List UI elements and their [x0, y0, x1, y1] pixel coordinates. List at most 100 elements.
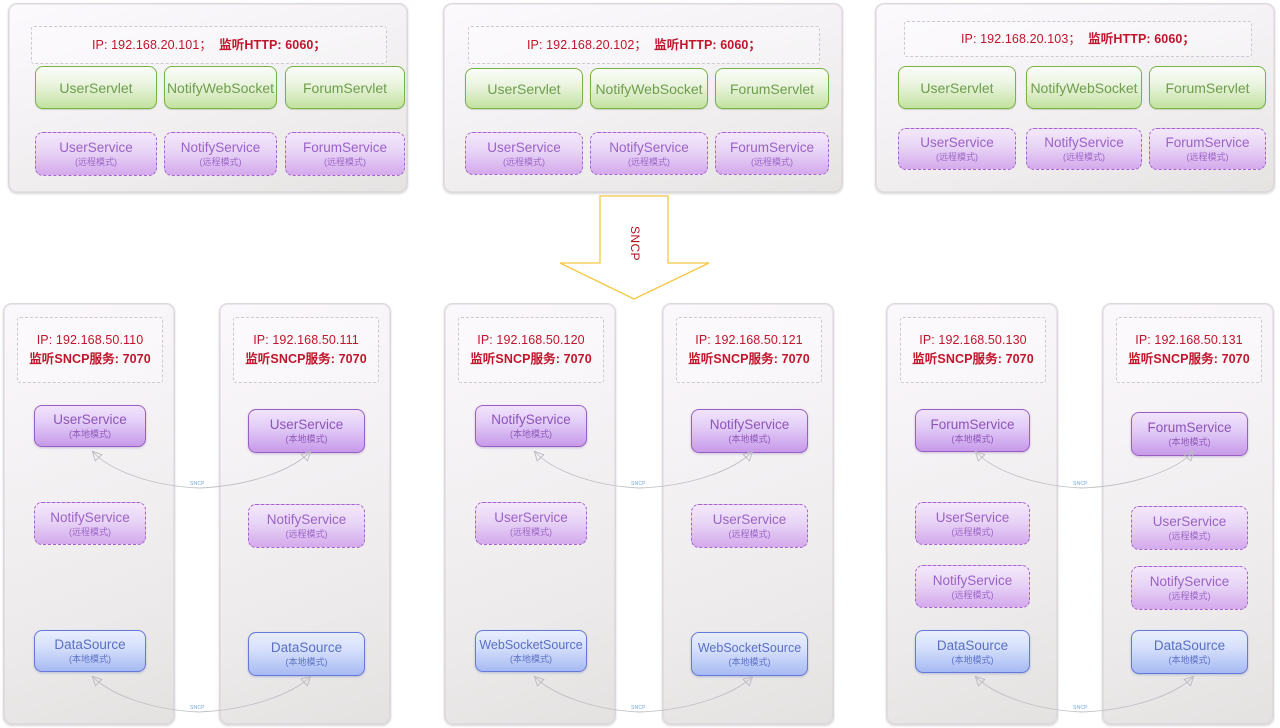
service-node-panel-111[interactable]: IP: 192.168.50.111 监听SNCP服务: 7070 UserSe…	[219, 303, 391, 725]
web-node-panel-2[interactable]: IP: 192.168.20.102； 监听HTTP: 6060； UserSe…	[443, 3, 843, 193]
servlet-label: ForumServlet	[302, 79, 388, 96]
service-box-notifyservice-1[interactable]: NotifyService (远程模式)	[164, 132, 277, 176]
component-box-datasource-local-111[interactable]: DataSource (本地模式)	[248, 632, 365, 676]
component-label: ForumService	[1147, 420, 1232, 435]
servlet-box-forumservlet-1[interactable]: ForumServlet	[285, 66, 405, 109]
component-mode: (本地模式)	[285, 434, 328, 444]
service-label: UserService	[920, 135, 994, 150]
web-node-2-ip-header: IP: 192.168.20.102； 监听HTTP: 6060；	[468, 26, 820, 64]
service-box-userservice-1[interactable]: UserService (远程模式)	[35, 132, 157, 176]
servlet-box-notifywebsocket-2[interactable]: NotifyWebSocket	[590, 68, 708, 109]
service-node-120-port: 监听SNCP服务: 7070	[470, 352, 592, 366]
servlet-label: NotifyWebSocket	[1030, 79, 1138, 96]
component-box-datasource-local-110[interactable]: DataSource (本地模式)	[34, 630, 146, 672]
service-node-110-ip-header: IP: 192.168.50.110 监听SNCP服务: 7070	[17, 317, 163, 383]
servlet-label: NotifyWebSocket	[595, 80, 703, 97]
service-node-120-ip: IP: 192.168.50.120	[477, 333, 585, 347]
web-node-panel-3[interactable]: IP: 192.168.20.103； 监听HTTP: 6060； UserSe…	[875, 3, 1275, 193]
web-node-3-port: 监听HTTP: 6060；	[1088, 31, 1196, 46]
service-label: NotifyService	[609, 139, 689, 155]
component-box-forumservice-local-131[interactable]: ForumService (本地模式)	[1131, 412, 1248, 456]
component-box-websocketsource-local-121[interactable]: WebSocketSource (本地模式)	[691, 632, 808, 676]
web-node-2-ip: IP: 192.168.20.102；	[526, 37, 647, 52]
servlet-box-forumservlet-2[interactable]: ForumServlet	[715, 68, 829, 109]
component-mode: (远程模式)	[951, 526, 994, 537]
component-box-forumservice-local-130[interactable]: ForumService (本地模式)	[915, 409, 1030, 452]
peer-link-label: SNCP	[631, 481, 646, 487]
service-box-forumservice-1[interactable]: ForumService (远程模式)	[285, 132, 405, 176]
service-mode: (远程模式)	[751, 156, 793, 167]
service-node-131-ip-header: IP: 192.168.50.131 监听SNCP服务: 7070	[1116, 317, 1262, 383]
peer-link-label: SNCP	[631, 705, 646, 711]
component-mode: (本地模式)	[510, 429, 552, 439]
component-box-userservice-remote-131[interactable]: UserService (远程模式)	[1131, 506, 1248, 550]
component-box-notifyservice-remote-110[interactable]: NotifyService (远程模式)	[34, 502, 146, 545]
service-mode: (远程模式)	[324, 157, 366, 167]
component-box-userservice-remote-121[interactable]: UserService (远程模式)	[691, 504, 808, 548]
servlet-label: ForumServlet	[1165, 79, 1250, 96]
component-label: DataSource	[270, 640, 343, 655]
web-node-3-ip-header: IP: 192.168.20.103； 监听HTTP: 6060；	[904, 21, 1252, 57]
service-node-panel-110[interactable]: IP: 192.168.50.110 监听SNCP服务: 7070 UserSe…	[3, 303, 175, 725]
component-label: DataSource	[936, 637, 1009, 653]
service-label: UserService	[59, 140, 133, 155]
web-node-panel-1[interactable]: IP: 192.168.20.101； 监听HTTP: 6060； UserSe…	[8, 3, 408, 193]
component-label: UserService	[494, 509, 568, 525]
component-mode: (本地模式)	[1168, 437, 1211, 447]
component-mode: (远程模式)	[1168, 531, 1211, 541]
service-box-userservice-2[interactable]: UserService (远程模式)	[465, 132, 583, 175]
servlet-box-userservlet-2[interactable]: UserServlet	[465, 68, 583, 109]
component-box-userservice-remote-120[interactable]: UserService (远程模式)	[475, 502, 587, 545]
component-box-notifyservice-remote-111[interactable]: NotifyService (远程模式)	[248, 504, 365, 548]
peer-link-label: SNCP	[1073, 705, 1088, 711]
component-box-websocketsource-local-120[interactable]: WebSocketSource (本地模式)	[475, 630, 587, 672]
component-box-userservice-local-110[interactable]: UserService (本地模式)	[34, 405, 146, 447]
servlet-label: UserServlet	[920, 79, 994, 96]
servlet-box-userservlet-3[interactable]: UserServlet	[898, 66, 1016, 109]
service-box-forumservice-3[interactable]: ForumService (远程模式)	[1149, 128, 1266, 170]
component-box-notifyservice-local-121[interactable]: NotifyService (本地模式)	[691, 409, 808, 453]
service-node-121-ip-header: IP: 192.168.50.121 监听SNCP服务: 7070	[676, 317, 822, 383]
service-mode: (远程模式)	[503, 156, 545, 167]
servlet-label: ForumServlet	[729, 80, 815, 97]
service-label: NotifyService	[1044, 135, 1124, 150]
service-box-notifyservice-2[interactable]: NotifyService (远程模式)	[590, 132, 708, 175]
component-box-userservice-local-111[interactable]: UserService (本地模式)	[248, 409, 365, 453]
servlet-box-forumservlet-3[interactable]: ForumServlet	[1149, 66, 1266, 109]
service-label: ForumService	[1165, 135, 1250, 150]
component-label: NotifyService	[50, 509, 130, 525]
component-label: ForumService	[930, 416, 1015, 432]
component-label: UserService	[935, 509, 1010, 525]
service-node-121-ip: IP: 192.168.50.121	[695, 333, 803, 347]
sncp-protocol-label: SNCP	[628, 226, 642, 261]
component-box-userservice-remote-130[interactable]: UserService (远程模式)	[915, 502, 1030, 545]
service-box-notifyservice-3[interactable]: NotifyService (远程模式)	[1026, 128, 1142, 170]
service-node-panel-131[interactable]: IP: 192.168.50.131 监听SNCP服务: 7070 ForumS…	[1102, 303, 1274, 725]
service-node-panel-130[interactable]: IP: 192.168.50.130 监听SNCP服务: 7070 ForumS…	[886, 303, 1058, 725]
service-box-forumservice-2[interactable]: ForumService (远程模式)	[715, 132, 829, 175]
servlet-box-userservlet-1[interactable]: UserServlet	[35, 66, 157, 109]
component-label: NotifyService	[932, 572, 1013, 588]
component-label: UserService	[712, 512, 787, 527]
peer-link-label: SNCP	[190, 705, 205, 711]
service-node-panel-121[interactable]: IP: 192.168.50.121 监听SNCP服务: 7070 Notify…	[662, 303, 834, 725]
component-box-notifyservice-local-120[interactable]: NotifyService (本地模式)	[475, 405, 587, 447]
component-label: NotifyService	[491, 412, 571, 427]
component-mode: (远程模式)	[1168, 591, 1211, 601]
service-node-panel-120[interactable]: IP: 192.168.50.120 监听SNCP服务: 7070 Notify…	[444, 303, 616, 725]
service-mode: (远程模式)	[199, 157, 242, 167]
component-label: UserService	[1152, 514, 1227, 529]
service-label: UserService	[487, 139, 561, 155]
component-box-notifyservice-remote-130[interactable]: NotifyService (远程模式)	[915, 565, 1030, 608]
component-label: DataSource	[1153, 638, 1226, 653]
component-mode: (本地模式)	[951, 654, 994, 665]
component-mode: (本地模式)	[285, 657, 328, 667]
component-mode: (远程模式)	[728, 529, 771, 539]
service-node-110-ip: IP: 192.168.50.110	[36, 333, 144, 347]
component-box-notifyservice-remote-131[interactable]: NotifyService (远程模式)	[1131, 566, 1248, 610]
servlet-box-notifywebsocket-1[interactable]: NotifyWebSocket	[164, 66, 277, 109]
service-box-userservice-3[interactable]: UserService (远程模式)	[898, 128, 1016, 170]
servlet-box-notifywebsocket-3[interactable]: NotifyWebSocket	[1026, 66, 1142, 109]
component-box-datasource-local-130[interactable]: DataSource (本地模式)	[915, 630, 1030, 673]
component-box-datasource-local-131[interactable]: DataSource (本地模式)	[1131, 630, 1248, 674]
